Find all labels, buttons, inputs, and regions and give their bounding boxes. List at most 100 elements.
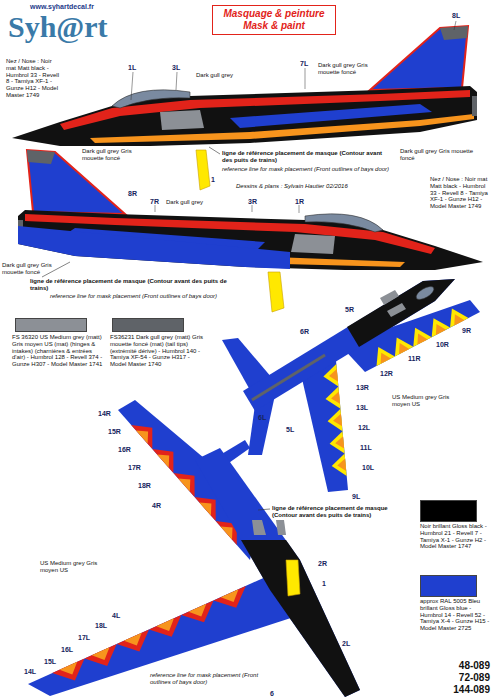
flame-tooth: [149, 615, 181, 637]
callout-number: 1: [211, 176, 215, 184]
callout-number: 14R: [98, 410, 111, 418]
callout-number: 4R: [152, 502, 161, 510]
reference-code: 72-089: [425, 672, 490, 683]
flame-tooth: [326, 386, 341, 408]
color-swatch: [15, 318, 87, 332]
reference-code: 144-089: [425, 684, 490, 695]
bottom-view-part: [286, 560, 300, 596]
paint-note: US Medium grey Gris moyen US: [40, 560, 110, 574]
color-swatch: [420, 575, 477, 597]
top-view-part: [414, 284, 436, 302]
flame-tooth: [337, 459, 346, 471]
flame-tooth: [377, 347, 395, 366]
profile-right-parts-part: [155, 205, 156, 212]
bottom-view-part: [195, 448, 360, 697]
top-view-part: [347, 279, 455, 347]
title-text: Masquage & peinture: [221, 8, 327, 20]
callout-number: 10L: [362, 464, 374, 472]
callout-number: 1: [322, 580, 326, 588]
callout-number: 6L: [258, 414, 266, 422]
flame-tooth: [181, 600, 213, 622]
paint-note: Dark gull grey: [166, 199, 203, 206]
flame-tooth: [131, 425, 152, 449]
legend-text: approx RAL 5005 Bleu brillant Gloss blue…: [420, 598, 492, 632]
callout-number: 14L: [24, 668, 36, 676]
mask-reference-note: reference line for mask placement (Front…: [50, 293, 255, 300]
flame-tooth: [220, 526, 232, 539]
mask-reference-note: ligne de référence placement de masque (…: [272, 505, 392, 519]
callout-number: 6: [270, 690, 274, 698]
flame-tooth: [454, 314, 464, 325]
paint-note: Dark gull grey: [196, 72, 233, 79]
flame-tooth: [189, 604, 207, 617]
callout-number: 5R: [345, 306, 354, 314]
callout-number: 13L: [356, 404, 368, 412]
flame-tooth: [60, 662, 78, 675]
callout-number: 17L: [78, 634, 90, 642]
callout-number: 4L: [112, 612, 120, 620]
flame-tooth: [156, 618, 174, 631]
brand-logo: Syh@rt: [8, 12, 108, 42]
callout-number: 18R: [138, 482, 151, 490]
site-url: www.syhartdecal.fr: [30, 3, 94, 11]
callout-number: 8R: [128, 190, 137, 198]
bottom-view-part: [28, 575, 300, 696]
profile-left-part: [454, 21, 456, 30]
profile-right-parts-part: [268, 272, 284, 312]
paint-note: US Medium grey Gris moyen US: [392, 394, 462, 408]
profile-right: [18, 150, 483, 270]
callout-number: 12L: [358, 424, 370, 432]
top-view-part: [387, 303, 406, 317]
callout-number: 18L: [95, 622, 107, 630]
callout-number: 8L: [452, 12, 460, 20]
flame-tooth: [432, 318, 450, 337]
callout-number: 12R: [380, 370, 393, 378]
profile-left: [12, 21, 477, 190]
paint-note: Dark gull grey Gris mouette foncé: [2, 262, 70, 276]
flame-tooth: [199, 502, 211, 515]
profile-right-part: [18, 226, 290, 269]
callout-number: 16R: [118, 446, 131, 454]
legend-text: FS36231 Dark gull grey (matt) Gris mouet…: [110, 334, 205, 368]
flame-tooth: [157, 454, 169, 467]
callout-number: 17R: [128, 464, 141, 472]
callout-number: 11R: [408, 355, 420, 363]
profile-left-part: [176, 72, 177, 90]
flame-tooth: [152, 449, 173, 473]
flame-tooth: [221, 589, 239, 602]
bottom-view: [28, 400, 360, 697]
legend-text: Noir brillant Gloss black - Humbrol 21 -…: [420, 523, 490, 550]
paint-note: Dark gull grey Gris mouette foncé: [400, 148, 488, 162]
callout-number: 3L: [172, 64, 180, 72]
callout-number: 2L: [342, 640, 350, 648]
legend-text: FS 36320 US Medium grey (matt) Gris moye…: [12, 334, 104, 368]
flame-tooth: [329, 369, 338, 381]
mask-reference-note: ligne de référence placement de masque (…: [222, 150, 392, 164]
profile-right-parts-part: [252, 205, 253, 212]
bottom-view-part: [276, 520, 286, 535]
profile-right-parts-part: [299, 205, 300, 213]
bottom-view-part: [241, 540, 360, 697]
callout-number: 1L: [128, 64, 136, 72]
paint-note: Nez / Nose : Noir mat Matt black - Humbr…: [6, 58, 60, 99]
paint-note: Nez / Nose : Noir mat Matt black - Humbr…: [430, 176, 492, 210]
flame-tooth: [381, 353, 391, 364]
callout-number: 5L: [286, 426, 294, 434]
callout-number: 9L: [352, 493, 360, 501]
mask-reference-note: ligne de référence placement de masque (…: [30, 278, 235, 292]
title-text: Mask & paint: [221, 20, 327, 32]
profile-left-part: [131, 72, 133, 100]
flame-tooth: [331, 391, 340, 403]
callout-number: 11L: [360, 444, 372, 452]
callout-number: 15L: [44, 658, 56, 666]
profile-left-part: [12, 26, 477, 146]
profile-right-parts: [42, 205, 299, 312]
profile-left-part: [305, 68, 306, 89]
color-swatch: [420, 500, 477, 522]
mask-reference-note: reference line for mask placement (Front…: [222, 166, 392, 173]
top-view: [222, 279, 480, 492]
callout-number: 16L: [61, 646, 73, 654]
flame-tooth: [117, 630, 149, 652]
callout-number: 6R: [300, 328, 309, 336]
